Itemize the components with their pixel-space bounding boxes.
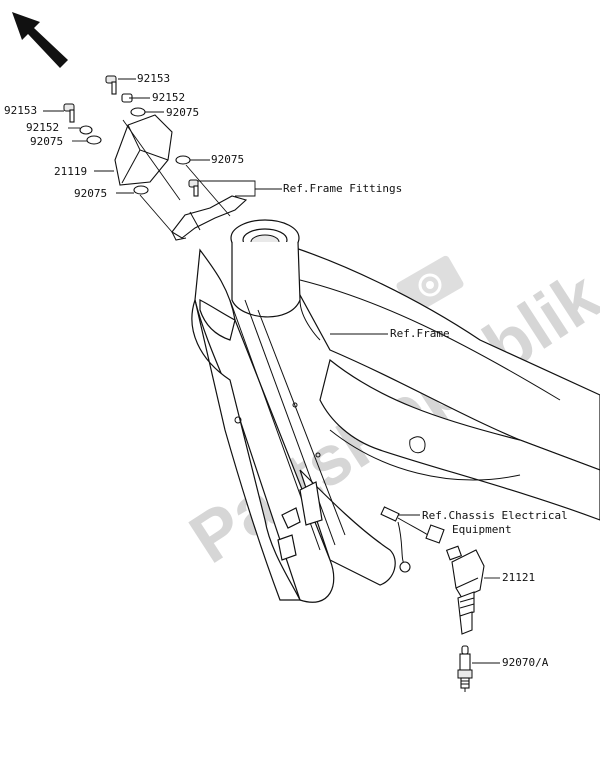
label-ref-frame: Ref.Frame [390,327,450,340]
coil-assembly [380,506,485,692]
frame [191,219,600,603]
connector-wire [380,506,445,573]
label-92153-left: 92153 [4,104,37,117]
label-92070a: 92070/A [502,656,549,669]
label-equipment: Equipment [452,523,512,536]
label-92075-right: 92075 [211,153,244,166]
spark-plug-92070a [457,645,473,692]
ignition-coil-21121 [445,545,485,635]
front-direction-arrow-icon [12,12,68,68]
bolt-92153-top [105,75,117,95]
ignitor-21119 [114,114,173,186]
label-21119: 21119 [54,165,87,178]
label-21121: 21121 [502,571,535,584]
mounting-bracket [171,195,248,239]
grommet-92075-bottom [133,185,149,195]
label-92075-top: 92075 [166,106,199,119]
label-92152-left: 92152 [26,121,59,134]
label-ref-frame-fittings: Ref.Frame Fittings [283,182,402,195]
label-92152-top: 92152 [152,91,185,104]
grommet-92075-left [86,135,102,145]
grommet-92075-right [175,155,191,165]
leader-lines [43,78,500,664]
collar-92152-left [79,125,93,135]
label-92075-left: 92075 [30,135,63,148]
bolt-92153-left [63,103,75,123]
grommet-92075-top [130,107,146,117]
part-labels: 92153 92152 92075 92153 92152 92075 2111… [4,72,568,669]
label-ref-chassis-electrical: Ref.Chassis Electrical [422,509,568,522]
label-92153-top: 92153 [137,72,170,85]
ignitor-assembly [63,75,248,241]
bolt-frame-fitting [188,179,199,197]
label-92075-bottom: 92075 [74,187,107,200]
